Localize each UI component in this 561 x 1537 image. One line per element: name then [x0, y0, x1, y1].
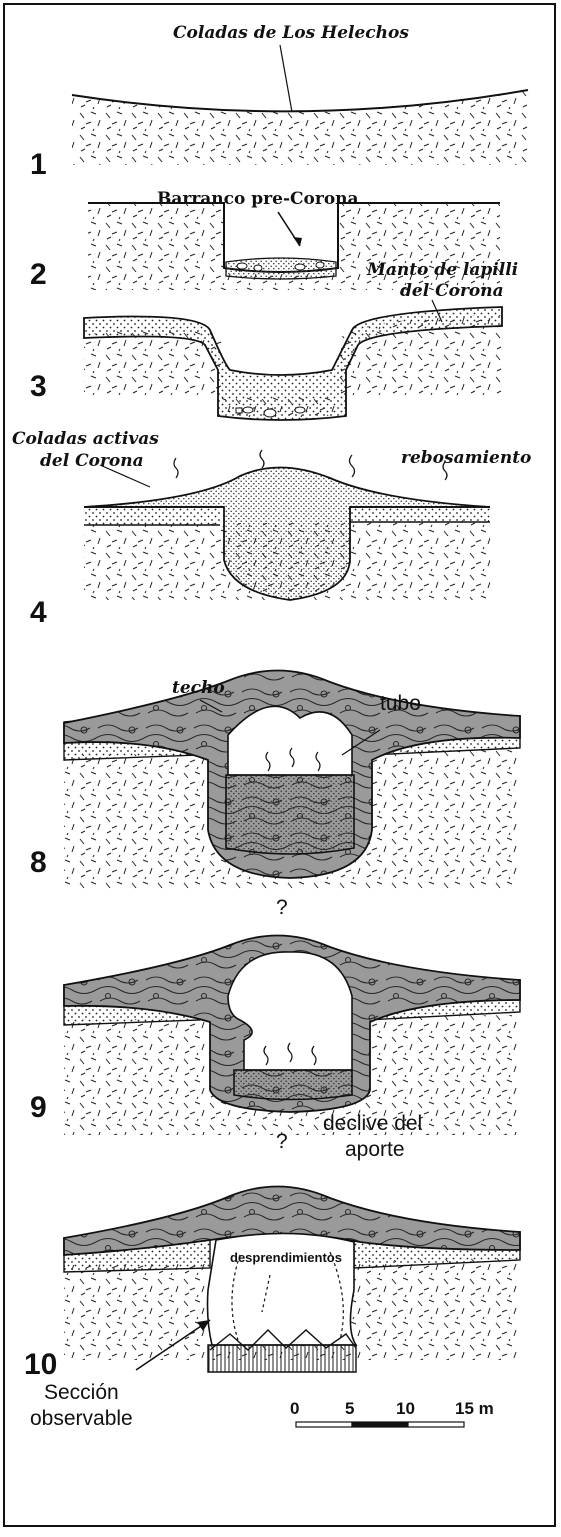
figure-frame — [3, 3, 556, 1527]
